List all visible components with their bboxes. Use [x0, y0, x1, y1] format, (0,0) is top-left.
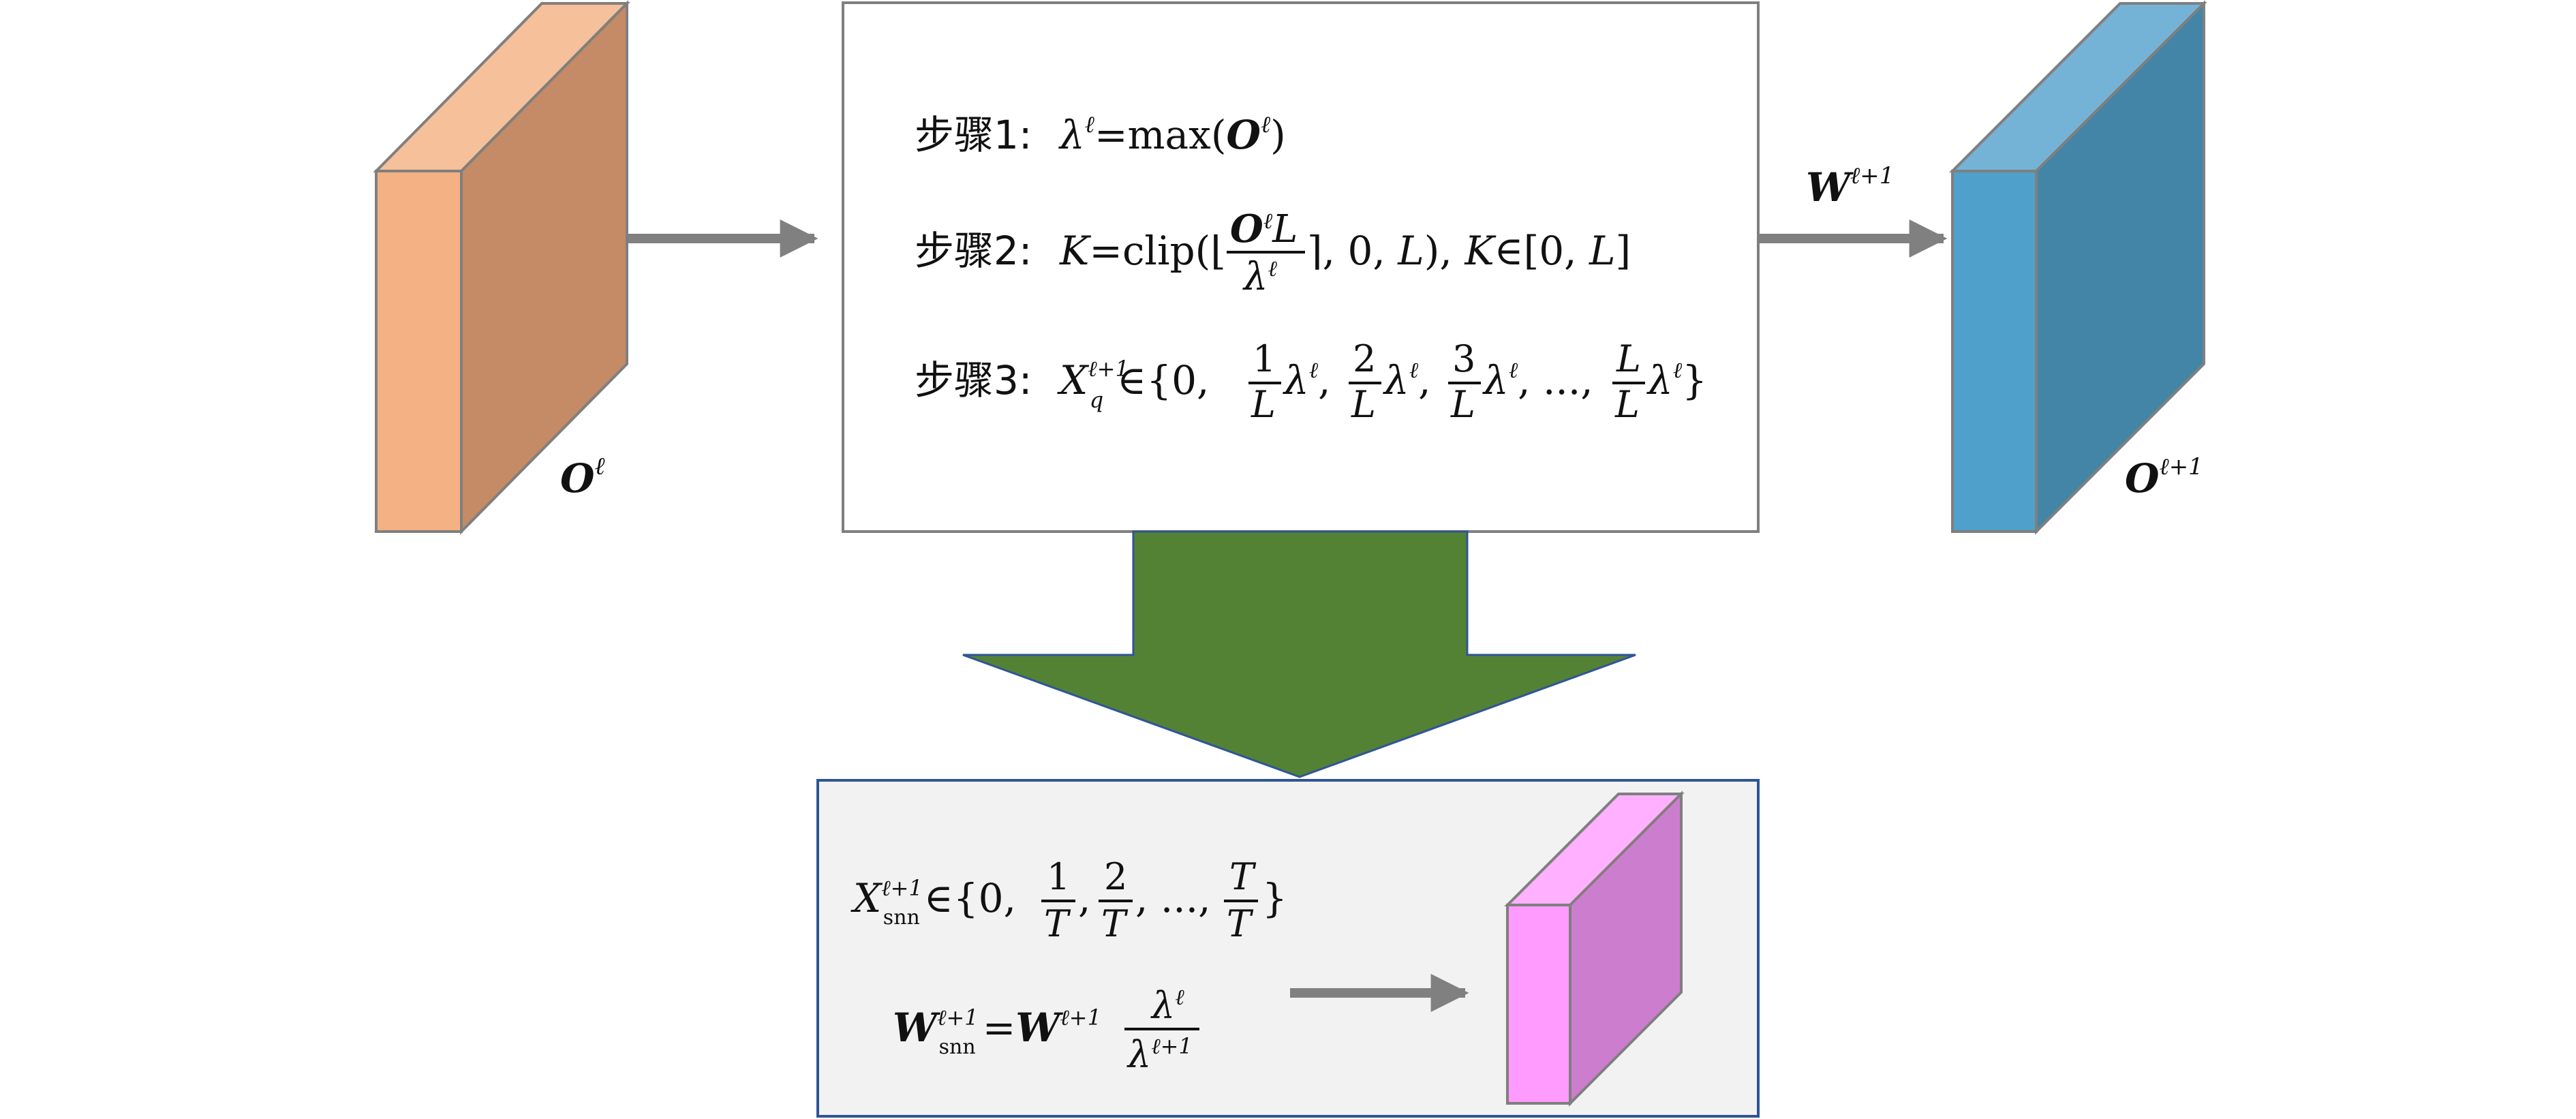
steps-box [842, 1, 1760, 533]
snn-block-front [1506, 904, 1571, 1105]
step-3-lambda3: λℓ, ..., [1482, 357, 1593, 403]
output-feature-block [1949, 0, 2207, 535]
input-feature-block [373, 0, 630, 535]
step-1-formula: λℓ=max(Oℓ) [1058, 111, 1286, 158]
snn-frac1-num: 1 [1047, 855, 1070, 898]
step-3-frac1-den: L [1251, 383, 1276, 426]
output-block-front [1951, 170, 2038, 533]
step-1-prefix: 步骤1: [915, 112, 1032, 158]
step-2-frac-den: λℓ [1242, 255, 1278, 299]
step-3-frac4-num: L [1616, 337, 1641, 380]
step-2-prefix: 步骤2: [915, 228, 1032, 274]
conversion-arrow [962, 530, 1636, 778]
step-2-frac-num: OℓL [1230, 206, 1298, 251]
step-3-frac4-den: L [1614, 383, 1640, 426]
snn-ellipsis: , ..., [1135, 875, 1211, 921]
snn-comma1: , [1078, 875, 1090, 921]
snn-frac2-den: T [1101, 902, 1129, 945]
step-2: 步骤2: K=clip(⌊ OℓL λℓ ⌉, 0, L), K∈[0, L] [915, 206, 1631, 299]
snn-frac3-num: T [1229, 855, 1257, 898]
step-3-frac2-den: L [1351, 383, 1376, 426]
snn-formula-2-num: λℓ [1150, 984, 1184, 1027]
step-3-lambda4: λℓ} [1646, 357, 1707, 403]
step-2-formula-a: K=clip(⌊ [1059, 228, 1226, 274]
step-3-prefix: 步骤3: [915, 357, 1032, 403]
weight-label: Wℓ+1 [1806, 162, 1894, 211]
output-block-label: Oℓ+1 [2125, 453, 2203, 502]
input-block-front [375, 170, 463, 533]
snn-frac1-den: T [1044, 902, 1071, 945]
snn-brace: } [1262, 875, 1287, 921]
step-2-formula-b: ⌉, 0, L), K∈[0, L] [1307, 228, 1631, 274]
snn-formula-2-den: λℓ+1 [1126, 1033, 1193, 1076]
snn-frac2-num: 2 [1104, 855, 1127, 898]
step-3-frac3-den: L [1450, 383, 1475, 426]
step-3-lambda1: λℓ, [1283, 357, 1331, 403]
step-3-frac1-num: 1 [1253, 337, 1276, 380]
snn-frac3-den: T [1227, 902, 1254, 945]
step-3-frac2-num: 2 [1353, 337, 1376, 380]
input-block-label: Oℓ [560, 453, 605, 502]
step-3-lambda2: λℓ, [1383, 357, 1431, 403]
step-3-frac3-num: 3 [1452, 337, 1475, 380]
snn-output-block [1504, 791, 1685, 1107]
step-1: 步骤1: λℓ=max(Oℓ) [915, 111, 1286, 158]
